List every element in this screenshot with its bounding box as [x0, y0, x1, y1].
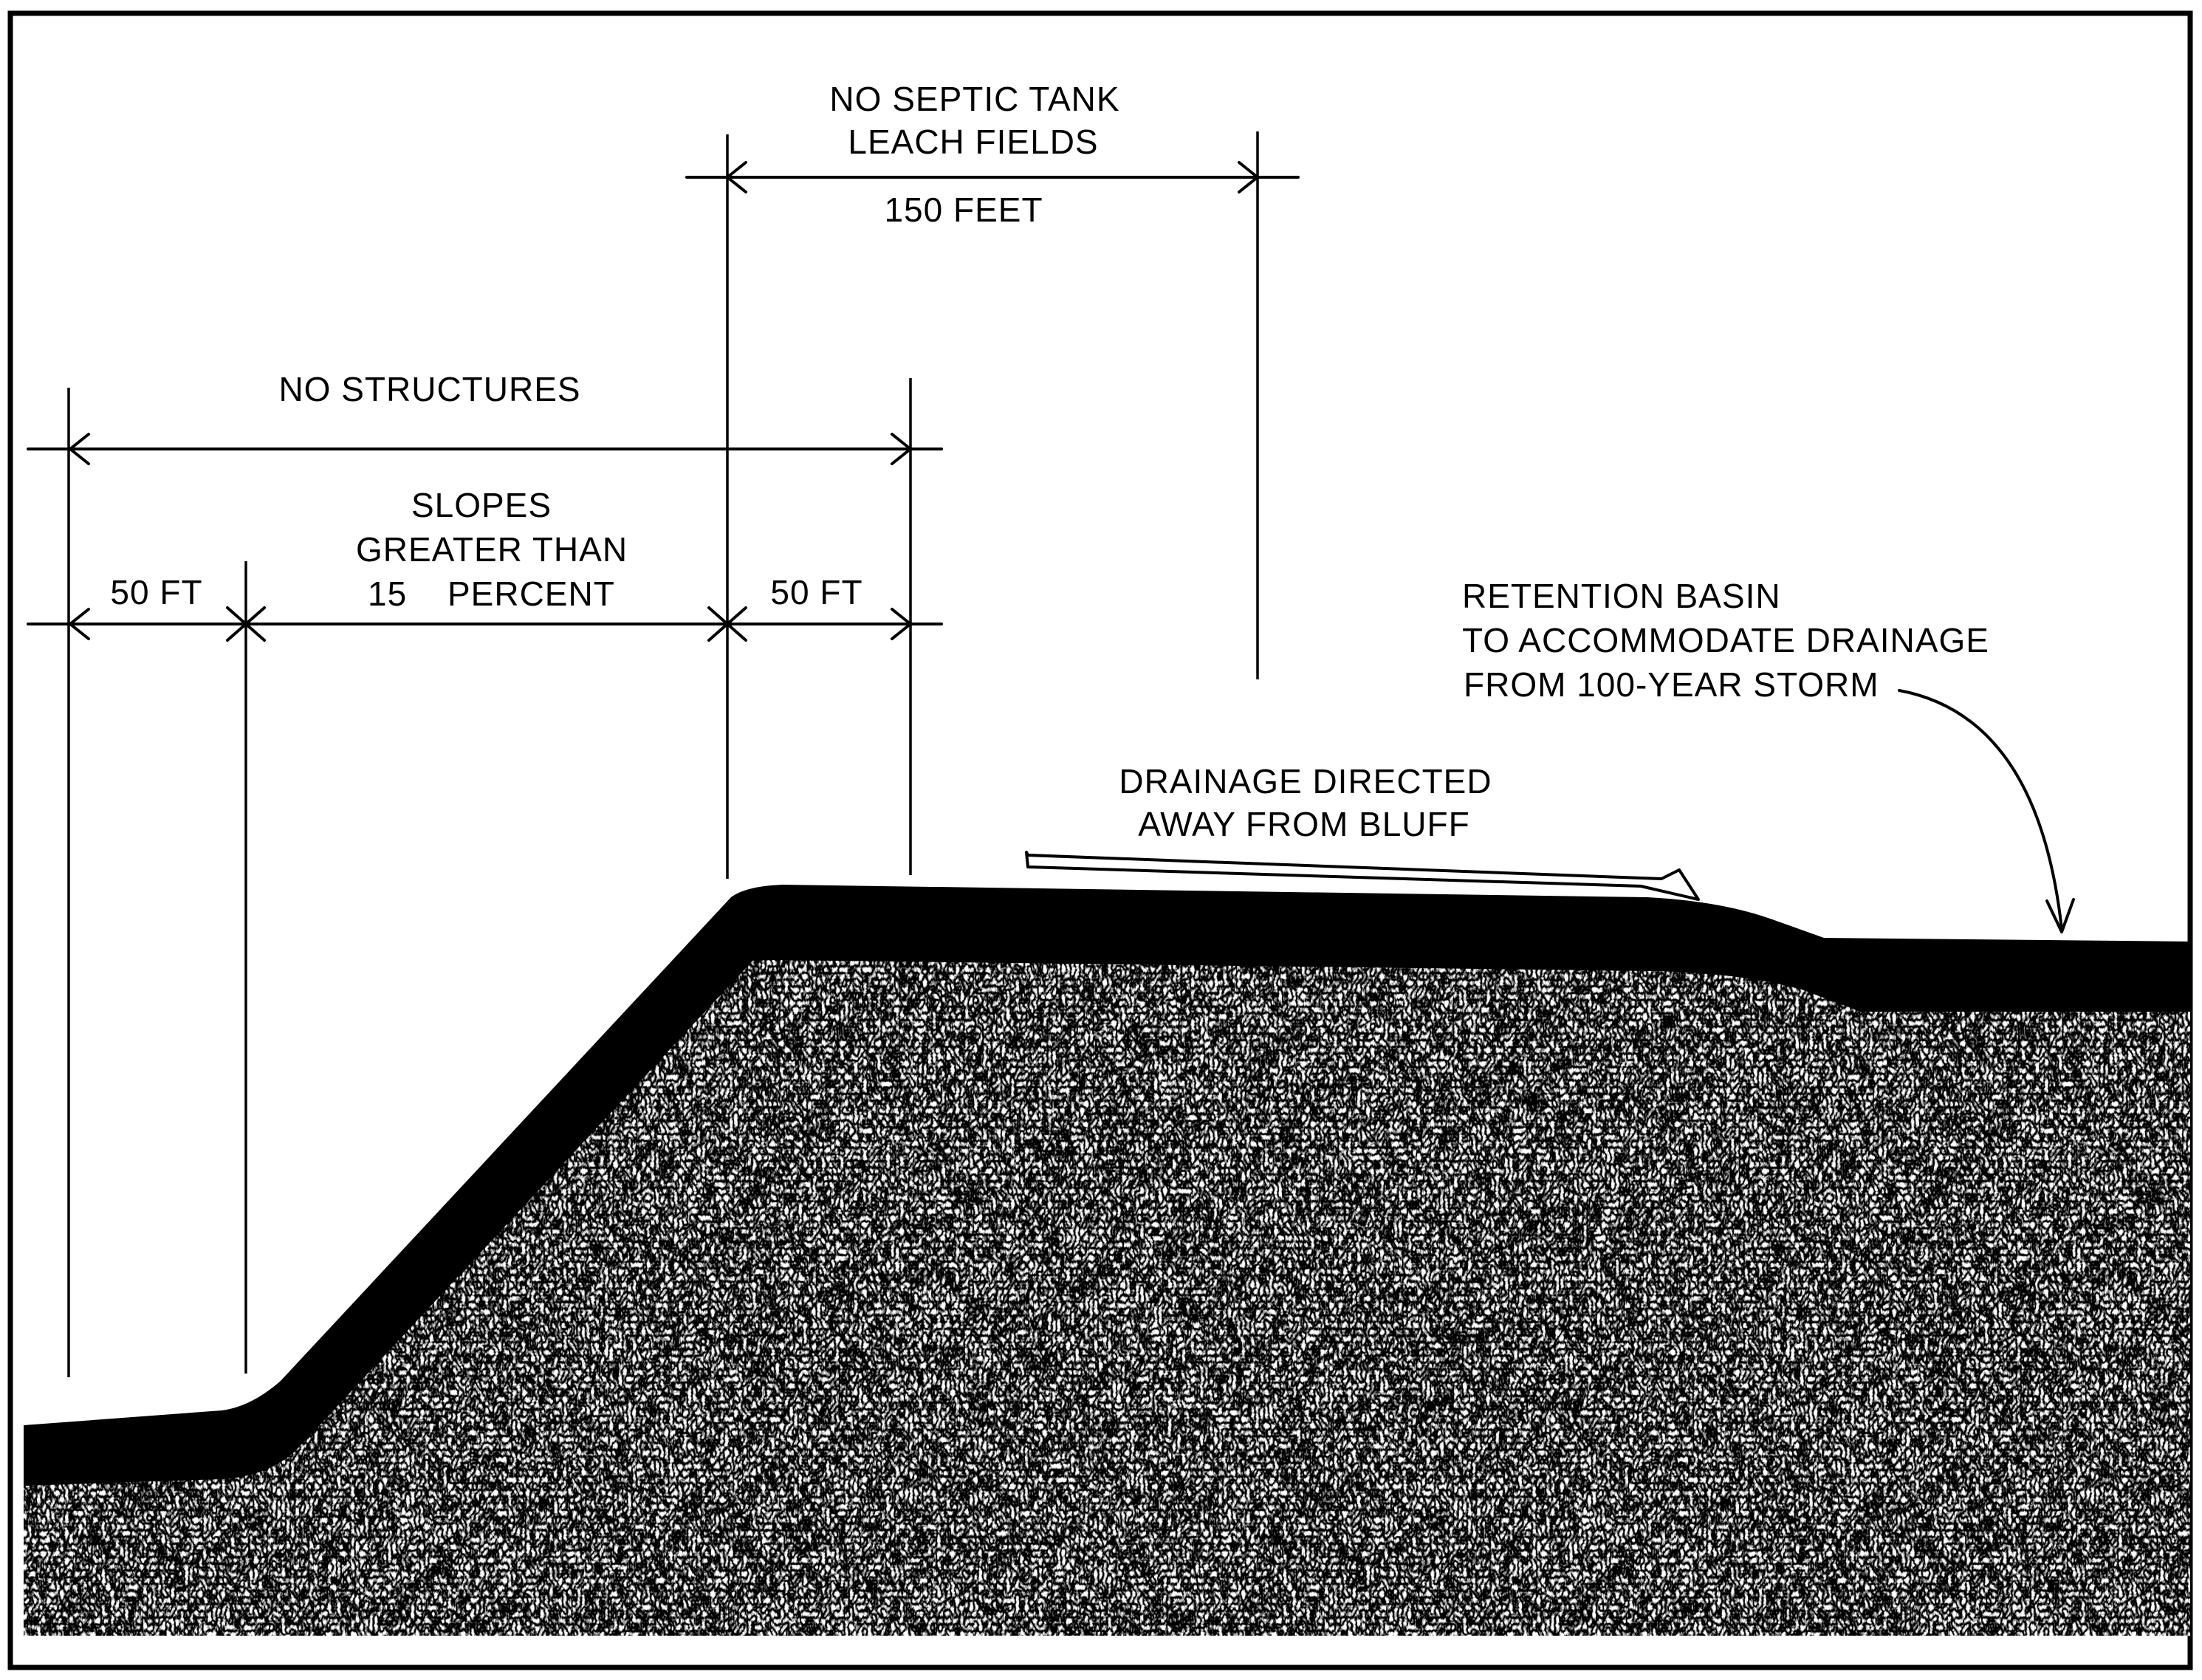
retention-basin-leader: [1898, 689, 2075, 933]
drainage-label-line1: DRAINAGE DIRECTED: [1119, 762, 1492, 800]
right-setback-label: 50 FT: [770, 573, 862, 611]
drainage-direction-arrow: [1025, 851, 1700, 901]
structures-dimension-line: [27, 433, 943, 465]
ground-surface: [24, 885, 2190, 1486]
slopes-label-percent-number: 15: [368, 575, 407, 613]
extension-lines: [67, 131, 1259, 1377]
retention-basin-label-line2: TO ACCOMMODATE DRAINAGE: [1462, 621, 1989, 659]
retention-basin-label-line1: RETENTION BASIN: [1462, 577, 1781, 615]
septic-dimension-line: [685, 161, 1300, 193]
no-structures-label: NO STRUCTURES: [278, 370, 580, 408]
slopes-label-percent-word: PERCENT: [447, 575, 615, 613]
no-septic-label-line1: NO SEPTIC TANK: [829, 80, 1119, 118]
no-septic-label-line2: LEACH FIELDS: [848, 123, 1098, 161]
drainage-label-line2: AWAY FROM BLUFF: [1138, 805, 1469, 843]
slopes-label-line1: SLOPES: [411, 486, 552, 524]
setback-dimension-line: [27, 606, 943, 642]
septic-distance-label: 150 FEET: [884, 191, 1043, 229]
retention-basin-label-line3: FROM 100-YEAR STORM: [1464, 665, 1879, 704]
slopes-label-line2: GREATER THAN: [356, 530, 628, 569]
ground-fill: [24, 927, 2190, 1636]
left-setback-label: 50 FT: [110, 573, 202, 611]
